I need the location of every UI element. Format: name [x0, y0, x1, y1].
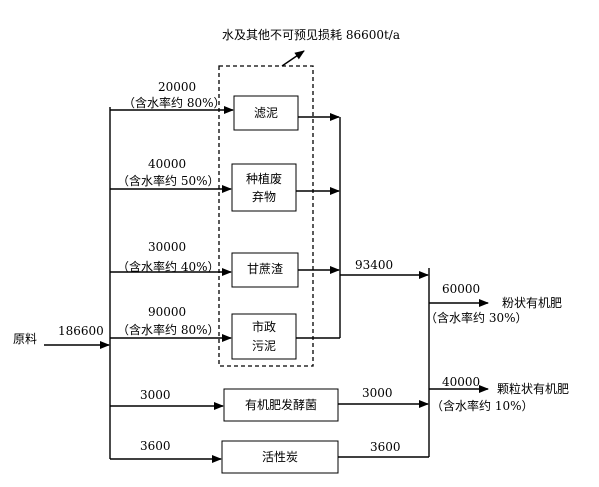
additive-box-label: 活性炭: [262, 450, 298, 464]
output-amount: 60000: [442, 282, 480, 296]
process-box: [231, 313, 297, 360]
additive-amount-in: 3600: [140, 439, 171, 453]
raw-amount: 186600: [58, 324, 104, 338]
input-amount: 90000: [148, 305, 186, 319]
process-box-label: 市政: [252, 319, 276, 334]
merge-amount: 93400: [355, 258, 393, 272]
process-box-label: 甘蔗渣: [247, 262, 283, 276]
process-box-label: 弃物: [252, 189, 276, 204]
process-box: [233, 95, 299, 131]
pretreatment-group: [218, 65, 314, 367]
input-moisture: （含水率约 80%）: [123, 95, 226, 110]
process-box: [231, 163, 297, 212]
input-amount: 20000: [158, 80, 196, 94]
output-label: 颗粒状有机肥: [497, 381, 569, 396]
input-amount: 30000: [148, 240, 186, 254]
process-box-label: 种植废: [246, 171, 282, 186]
loss-label: 水及其他不可预见损耗 86600t/a: [222, 28, 400, 42]
additive-amount-out: 3000: [362, 386, 393, 400]
input-moisture: （含水率约 80%）: [117, 322, 220, 337]
input-moisture: （含水率约 40%）: [117, 259, 220, 274]
input-moisture: （含水率约 50%）: [117, 173, 220, 188]
output-moisture: （含水率约 10%）: [431, 398, 534, 413]
output-moisture: （含水率约 30%）: [425, 310, 528, 325]
output-amount: 40000: [442, 375, 480, 389]
raw-label: 原料: [13, 332, 37, 346]
input-amount: 40000: [148, 157, 186, 171]
additive-box: [221, 440, 339, 474]
process-box-label: 污泥: [252, 339, 276, 353]
additive-box: [223, 388, 339, 422]
process-box-label: 滤泥: [254, 106, 278, 120]
additive-amount-out: 3600: [370, 440, 401, 454]
additive-box-label: 有机肥发酵菌: [245, 397, 317, 412]
additive-amount-in: 3000: [140, 388, 171, 402]
output-label: 粉状有机肥: [502, 296, 562, 310]
loss-arrow: [281, 50, 305, 67]
